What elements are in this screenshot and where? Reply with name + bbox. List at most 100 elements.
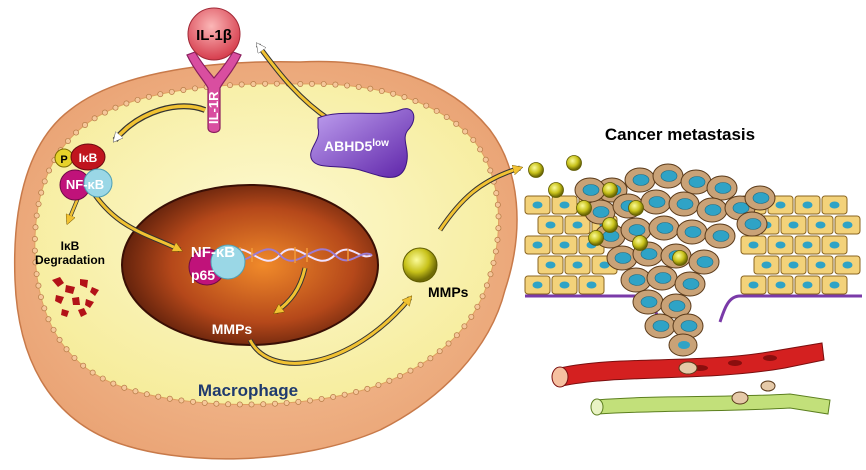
membrane-dot <box>35 282 42 289</box>
cell-nucleus <box>532 201 543 209</box>
membrane-dot <box>238 81 245 88</box>
cell-nucleus <box>559 201 570 209</box>
tumor-cell-nucleus <box>732 202 750 214</box>
cell-nucleus <box>788 261 799 269</box>
membrane-dot <box>110 380 117 387</box>
cell-nucleus <box>802 281 813 289</box>
membrane-dot <box>71 354 78 361</box>
cell-nucleus <box>802 241 813 249</box>
tumor-cell-nucleus <box>704 204 722 216</box>
tumor-cell-nucleus <box>668 300 686 312</box>
membrane-dot <box>99 375 106 382</box>
p-label: P <box>60 154 67 166</box>
tumor-cell-nucleus <box>652 320 670 332</box>
membrane-dot <box>427 355 434 362</box>
membrane-dot <box>80 362 87 369</box>
membrane-dot <box>180 87 187 93</box>
membrane-dot <box>272 400 278 407</box>
cell-nucleus <box>775 241 786 249</box>
cell-nucleus <box>586 281 597 289</box>
membrane-dot <box>31 236 38 242</box>
cell-nucleus <box>761 261 772 269</box>
membrane-dot <box>477 146 484 153</box>
membrane-dot <box>297 81 304 87</box>
membrane-dot <box>31 247 38 254</box>
membrane-dot <box>155 393 162 400</box>
membrane-dot <box>33 212 40 219</box>
membrane-dot <box>225 401 232 408</box>
membrane-dot <box>341 391 348 398</box>
membrane-dot <box>65 138 71 144</box>
membrane-dot <box>474 303 481 310</box>
membrane-dot <box>378 88 385 94</box>
tumor-cell-nucleus <box>680 320 698 332</box>
membrane-dot <box>63 346 70 353</box>
membrane-dot <box>332 81 339 88</box>
membrane-dot <box>355 83 362 90</box>
membrane-dot <box>248 401 255 408</box>
membrane-dot <box>89 369 96 376</box>
tumor-cell-nucleus <box>592 206 610 218</box>
tumor-cell-nucleus <box>632 174 650 186</box>
abhd5-label: ABHD5low <box>324 138 389 154</box>
membrane-dot <box>453 332 460 339</box>
membrane-dot <box>227 82 233 89</box>
tumor-cell-nucleus <box>640 248 658 260</box>
membrane-dot <box>307 397 313 404</box>
membrane-dot <box>190 398 196 405</box>
membrane-dot <box>33 271 40 277</box>
membrane-dot <box>201 399 208 406</box>
mmp-particle <box>602 182 618 198</box>
il1b-molecule <box>187 7 241 61</box>
membrane-dot <box>143 391 150 398</box>
membrane-dot <box>344 82 351 89</box>
mmp-particle <box>628 200 644 216</box>
membrane-dot <box>492 248 499 255</box>
nfkb-p50-molecule <box>83 168 113 198</box>
dna-helix <box>227 247 373 263</box>
mmp-particle <box>602 217 618 233</box>
membrane-dot <box>412 98 419 105</box>
membrane-dot <box>91 115 98 122</box>
membrane-dot <box>178 397 185 404</box>
cell-nucleus <box>829 201 840 209</box>
membrane-dot <box>364 385 371 392</box>
tumor-cell-nucleus <box>656 222 674 234</box>
membrane-dot <box>433 108 440 114</box>
membrane-dot <box>495 213 502 220</box>
membrane-dot <box>390 90 397 97</box>
tumor-cell-nucleus <box>676 198 694 210</box>
membrane-dot <box>50 326 57 333</box>
membrane-dot <box>41 305 48 312</box>
membrane-dot <box>320 81 327 87</box>
cell-nucleus <box>572 221 583 229</box>
tumor-cell-nucleus <box>712 230 730 242</box>
cell-nucleus <box>842 261 853 269</box>
tumor-cell-nucleus <box>640 296 658 308</box>
membrane-dot <box>262 80 269 87</box>
circulating-tumor-cells <box>668 333 776 405</box>
cell-nucleus <box>599 261 610 269</box>
tumor-cell-nucleus <box>660 170 678 182</box>
membrane-dot <box>56 336 63 343</box>
tumor-cell-nucleus <box>714 182 732 194</box>
cell-nucleus <box>815 221 826 229</box>
cell-nucleus <box>775 281 786 289</box>
membrane-dot <box>283 399 290 406</box>
membrane-dot <box>490 259 497 266</box>
cell-nucleus <box>532 241 543 249</box>
cell-nucleus <box>842 221 853 229</box>
blood-vessel-green <box>590 393 831 416</box>
membrane-dot <box>273 80 280 87</box>
membrane-dot <box>461 323 468 330</box>
tumor-cell-nucleus <box>696 256 714 268</box>
membrane-dot <box>407 367 414 374</box>
nucleus-nfkb-label: NF-κB <box>191 244 235 261</box>
membrane-dot <box>493 190 500 197</box>
ikb-degradation-line2: Degradation <box>35 253 105 267</box>
membrane-dot <box>445 340 452 347</box>
cell-nucleus <box>545 221 556 229</box>
tumor-cell-nucleus <box>614 252 632 264</box>
membrane-dot <box>494 201 501 208</box>
